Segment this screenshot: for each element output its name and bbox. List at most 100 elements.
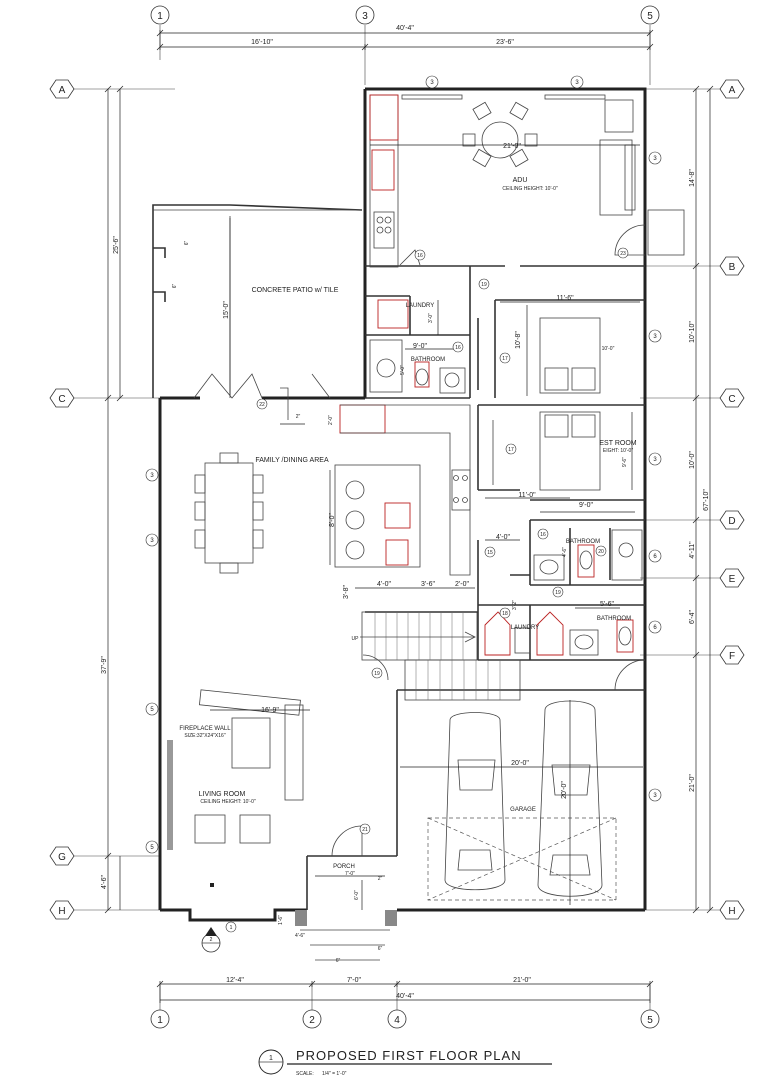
tag-5-living-b: 5 [145,840,159,854]
svg-text:D: D [728,516,735,527]
dim-top-left: 16'-10" [251,39,273,46]
tag-6-bath3: 6 [648,620,662,634]
dim-step-1-6: 1'-6" [278,915,284,925]
dim-patio-depth: 15'-0" [223,301,230,319]
dim-left-upper: 25'-6" [113,236,120,254]
tag-3-dining-b: 3 [145,533,159,547]
tag-19-adu: 19 [478,278,490,290]
svg-text:21: 21 [362,827,368,833]
svg-text:19: 19 [481,282,487,288]
patio-steps [153,247,166,302]
svg-text:5: 5 [150,845,154,851]
svg-text:3: 3 [575,80,579,86]
svg-text:6: 6 [653,554,657,560]
svg-text:3: 3 [150,538,154,544]
dim-bed2-depth: 9'-6" [622,457,628,467]
fireplace-label: FIREPLACE WALL [179,726,231,732]
svg-text:3: 3 [362,11,368,22]
tag-17-bed1: 17 [499,352,511,364]
living-ceiling-label: CEILING HEIGHT: 10'-0" [200,799,255,805]
front-door[interactable] [331,825,363,857]
dim-bath-width: 9'-0" [413,343,427,350]
tag-19-bath: 19 [552,586,564,598]
title-number: 1 [269,1055,273,1062]
garage-cars [400,700,643,905]
tag-3-dining-a: 3 [145,468,159,482]
adu-bathroom-fixtures [369,339,466,394]
dining-table [194,452,264,574]
tag-20: 20 [595,545,607,557]
tag-3-adu-right: 3 [648,151,662,165]
svg-text:1: 1 [230,925,233,931]
dim-patio-step-2: 6" [172,284,178,289]
svg-text:18: 18 [502,611,508,617]
patio-bifold-door[interactable] [193,373,331,425]
tag-23: 23 [617,247,629,259]
grid-bubble-row-a-left: A [49,79,75,99]
patio-label: CONCRETE PATIO w/ TILE [252,287,339,294]
grid-bubble-col-5: 5 [640,5,660,25]
dim-kitchen-3-8: 3'-8" [343,585,350,599]
svg-text:C: C [728,394,735,405]
family-dining-label: FAMILY /DINING AREA [255,457,329,464]
svg-text:3: 3 [653,793,657,799]
title-block [258,1049,552,1075]
svg-text:3: 3 [653,156,657,162]
svg-text:3: 3 [653,334,657,340]
tag-3-adu-top-right: 3 [570,75,584,89]
dim-adu-width: 21'-0" [503,143,521,150]
dim-island-depth: 8'-0" [329,513,336,527]
svg-text:G: G [58,852,66,863]
dim-bed1-width: 11'-6" [556,295,574,302]
dim-bottom-2: 7'-0" [347,977,361,984]
tag-3-bed1: 3 [648,329,662,343]
svg-text:6: 6 [653,625,657,631]
grid-lines [72,25,720,1010]
grid-bubble-row-d-right: D [719,510,745,530]
svg-text:1: 1 [157,11,163,22]
svg-text:3: 3 [150,473,154,479]
grid-bubble-row-h-left: H [49,900,75,920]
adu-label: ADU [513,177,528,184]
tag-3-guest: 3 [648,452,662,466]
dim-bar-2: 2" [296,414,301,420]
svg-text:F: F [729,651,735,662]
tag-19-stair: 19 [371,667,383,679]
svg-text:17: 17 [508,447,514,453]
grid-bubble-col-3: 3 [355,5,375,25]
dim-top-overall: 40'-4" [396,25,414,32]
dimension-lines [104,29,714,1003]
dim-left-lower: 4'-6" [101,875,108,889]
dim-fireplace-width: 16'-9" [261,707,279,714]
dim-step-4-6: 4'-6" [295,933,305,939]
scale-label: SCALE: [296,1071,314,1077]
adu-entry-door[interactable] [614,224,646,256]
grid-bubble-row-h-right: H [719,900,745,920]
dim-hall-4: 4'-0" [496,534,510,541]
dim-right-3: 10'-0" [689,451,696,469]
tag-16-bath1: 16 [452,341,464,353]
grid-bubble-bottom-1: 1 [150,1009,170,1029]
tag-16-adu: 16 [414,249,426,261]
exterior-walls [152,87,647,961]
tag-22: 22 [256,398,268,410]
adu-dining-table [370,101,640,168]
svg-text:3: 3 [653,457,657,463]
garage-side-door[interactable] [614,659,646,691]
svg-text:3: 3 [430,80,434,86]
svg-text:E: E [729,574,736,585]
svg-text:16: 16 [540,532,546,538]
svg-text:17: 17 [502,356,508,362]
svg-text:H: H [58,906,65,917]
dim-bed2-width: 11'-0" [518,492,536,499]
interior-walls [167,265,645,856]
laundry-2-fixtures [484,611,564,656]
tag-18: 18 [499,607,511,619]
dim-right-5: 6'-4" [689,610,696,624]
scale-value: 1/4" = 1'-0" [322,1071,347,1077]
tag-21: 21 [359,823,371,835]
guest-room-label: EST ROOM [599,440,636,447]
grid-bubble-bottom-2: 2 [302,1009,322,1029]
tag-3-garage: 3 [648,788,662,802]
